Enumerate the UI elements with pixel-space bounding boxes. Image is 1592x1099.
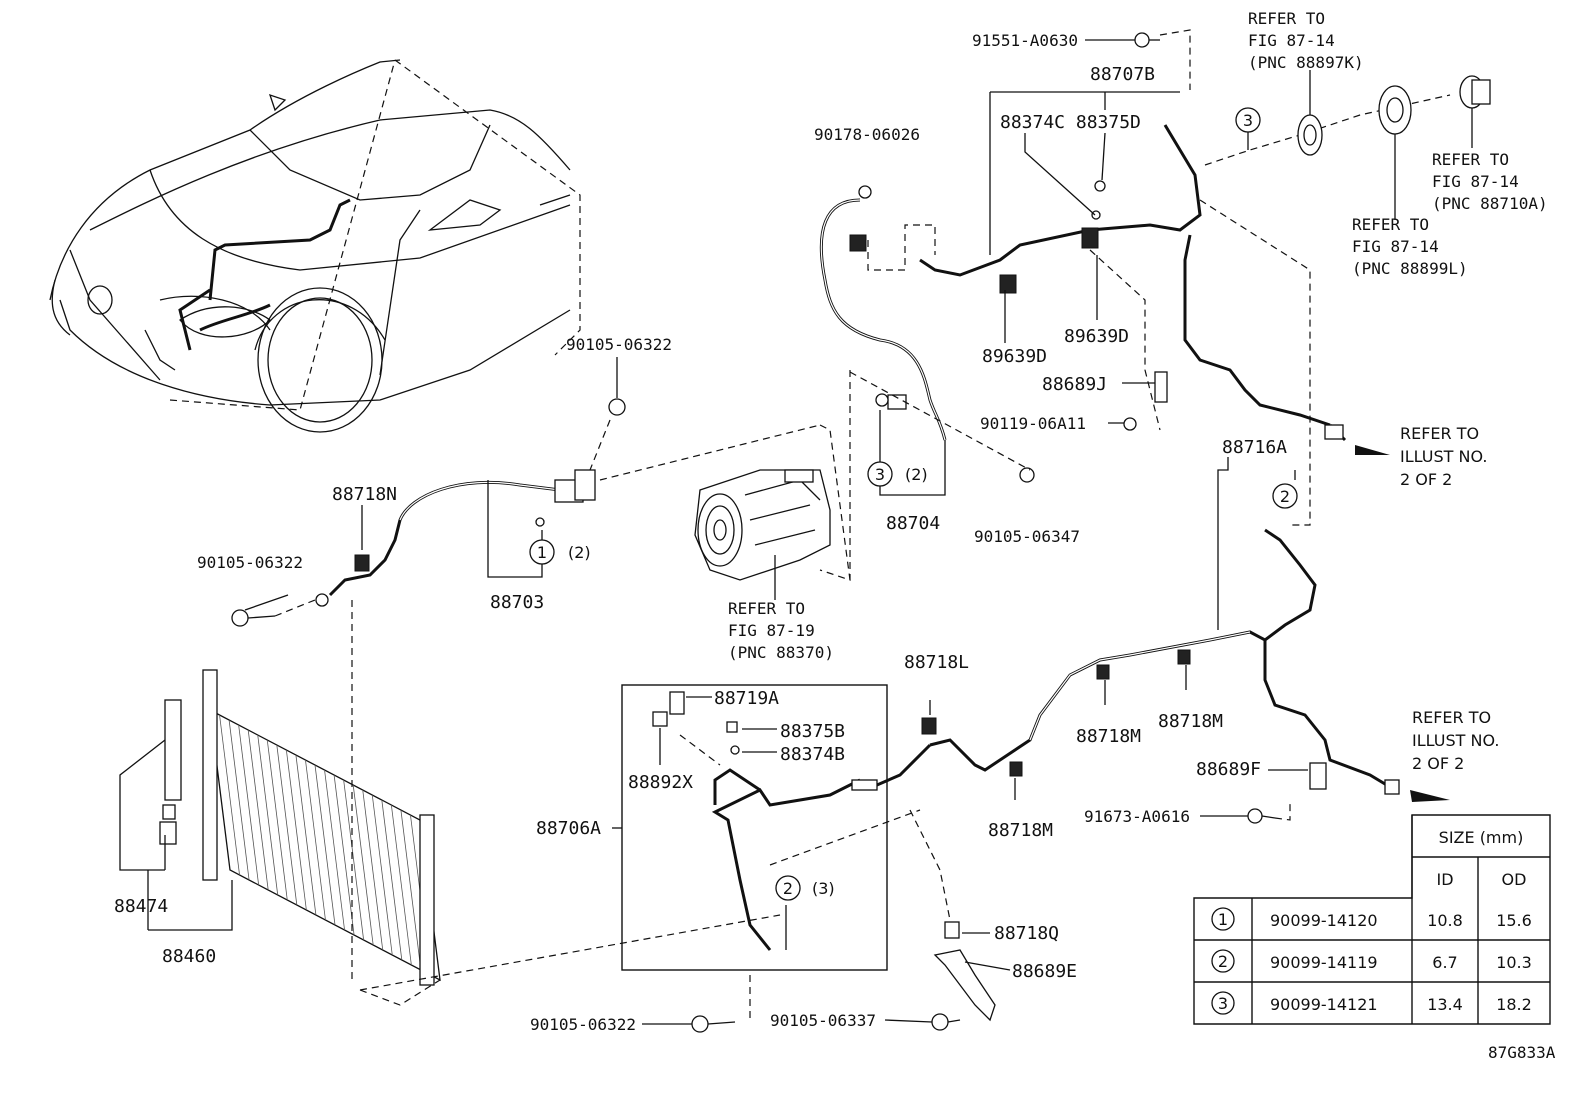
part-label-88718m-c: 88718M [988, 820, 1053, 841]
svg-text:REFER TO: REFER TO [1248, 9, 1325, 28]
svg-text:REFER TO: REFER TO [728, 599, 805, 618]
svg-text:2 OF 2: 2 OF 2 [1400, 470, 1452, 489]
part-label-90178-06026: 90178-06026 [814, 125, 920, 144]
part-label-91673-a0616: 91673-A0616 [1084, 807, 1190, 826]
svg-text:ILLUST NO.: ILLUST NO. [1412, 731, 1499, 750]
part-label-88689e: 88689E [1012, 961, 1077, 982]
size-table-col-od: OD [1502, 870, 1527, 889]
svg-text:REFER TO: REFER TO [1432, 150, 1509, 169]
svg-text:1: 1 [1218, 910, 1228, 929]
refer-note-88370: REFER TO FIG 87-19 (PNC 88370) [728, 599, 834, 662]
part-label-89639d-left: 89639D [982, 346, 1047, 367]
refer-note-88710a: REFER TO FIG 87-14 (PNC 88710A) [1432, 150, 1548, 213]
svg-text:3: 3 [1243, 111, 1253, 130]
svg-text:90099-14121: 90099-14121 [1270, 995, 1378, 1014]
refer-note-88899l: REFER TO FIG 87-14 (PNC 88899L) [1352, 215, 1468, 278]
svg-text:REFER TO: REFER TO [1352, 215, 1429, 234]
part-label-88460: 88460 [162, 946, 216, 967]
svg-text:(PNC 88370): (PNC 88370) [728, 643, 834, 662]
svg-text:13.4: 13.4 [1427, 995, 1463, 1014]
part-label-90105-06347: 90105-06347 [974, 527, 1080, 546]
svg-text:(PNC 88710A): (PNC 88710A) [1432, 194, 1548, 213]
refer-note-illust-bottom: REFER TO ILLUST NO. 2 OF 2 [1412, 708, 1499, 773]
vehicle-illustration [49, 59, 581, 433]
suction-hose-assembly-88707b [819, 29, 1491, 630]
svg-text:2 OF 2: 2 OF 2 [1412, 754, 1464, 773]
part-label-90105-06337: 90105-06337 [770, 1011, 876, 1030]
size-table-title: SIZE (mm) [1439, 828, 1524, 847]
part-label-88719a: 88719A [714, 688, 779, 709]
svg-text:18.2: 18.2 [1496, 995, 1532, 1014]
svg-text:FIG 87-14: FIG 87-14 [1248, 31, 1335, 50]
svg-text:10.8: 10.8 [1427, 911, 1463, 930]
svg-text:90099-14120: 90099-14120 [1270, 911, 1378, 930]
svg-text:3: 3 [1218, 994, 1228, 1013]
part-number-labels: 91551-A0630 88707B 88374C 88375D 90178-0… [114, 31, 1556, 1062]
svg-text:(PNC 88899L): (PNC 88899L) [1352, 259, 1468, 278]
part-label-88718m-b: 88718M [1158, 711, 1223, 732]
part-label-90105-06322-top: 90105-06322 [566, 335, 672, 354]
part-label-90105-06322-left: 90105-06322 [197, 553, 303, 572]
refer-note-illust-top: REFER TO ILLUST NO. 2 OF 2 [1400, 424, 1487, 489]
svg-text:REFER TO: REFER TO [1400, 424, 1479, 443]
callout-circle-2-right: 2 [1272, 483, 1298, 509]
size-table-row-3: 3 90099-14121 13.4 18.2 [1211, 991, 1532, 1015]
size-table-col-id: ID [1436, 870, 1453, 889]
callout-2-quantity: (3) [812, 879, 835, 898]
part-label-88474: 88474 [114, 896, 168, 917]
discharge-hose-88703 [231, 357, 626, 627]
part-label-88707b: 88707B [1090, 64, 1155, 85]
compressor-illustration [599, 370, 851, 600]
part-label-88718l: 88718L [904, 652, 969, 673]
part-label-88689f: 88689F [1196, 759, 1261, 780]
part-label-88374b: 88374B [780, 744, 845, 765]
svg-text:FIG 87-19: FIG 87-19 [728, 621, 815, 640]
part-label-88704: 88704 [886, 513, 940, 534]
part-label-88706a: 88706A [536, 818, 601, 839]
seal-size-table: SIZE (mm) ID OD 1 90099-14120 10.8 15.6 … [1193, 814, 1551, 1025]
part-label-88718n: 88718N [332, 484, 397, 505]
size-table-row-2: 2 90099-14119 6.7 10.3 [1211, 949, 1532, 973]
svg-text:2: 2 [1218, 952, 1228, 971]
svg-text:REFER TO: REFER TO [1412, 708, 1491, 727]
svg-text:10.3: 10.3 [1496, 953, 1532, 972]
part-label-90119-06a11: 90119-06A11 [980, 414, 1086, 433]
part-label-88689j: 88689J [1042, 374, 1107, 395]
svg-text:FIG 87-14: FIG 87-14 [1352, 237, 1439, 256]
callout-circle-2-box: 2 (3) [775, 875, 835, 901]
diagram-id: 87G833A [1488, 1043, 1556, 1062]
liquid-tube-box-88706a [612, 684, 932, 1033]
svg-text:15.6: 15.6 [1496, 911, 1532, 930]
callout-1-quantity: (2) [568, 543, 591, 562]
svg-text:6.7: 6.7 [1432, 953, 1457, 972]
refer-note-88897k: REFER TO FIG 87-14 (PNC 88897K) [1248, 9, 1364, 72]
callout-circle-1: 1 (2) [529, 539, 591, 565]
part-label-91551-a0630: 91551-A0630 [972, 31, 1078, 50]
size-table-row-1: 1 90099-14120 10.8 15.6 [1211, 907, 1532, 931]
callout-circle-3-left: 3 (2) [867, 410, 946, 496]
svg-text:2: 2 [783, 879, 793, 898]
svg-text:1: 1 [537, 543, 547, 562]
svg-text:FIG 87-14: FIG 87-14 [1432, 172, 1519, 191]
condenser-illustration [119, 600, 781, 1006]
svg-text:2: 2 [1280, 487, 1290, 506]
part-label-88374c-88375d: 88374C 88375D [1000, 112, 1141, 133]
svg-text:90099-14119: 90099-14119 [1270, 953, 1378, 972]
svg-text:ILLUST NO.: ILLUST NO. [1400, 447, 1487, 466]
part-label-88703: 88703 [490, 592, 544, 613]
callout-3-quantity: (2) [905, 465, 928, 484]
part-label-88718m-a: 88718M [1076, 726, 1141, 747]
part-label-88375b: 88375B [780, 721, 845, 742]
svg-text:(PNC 88897K): (PNC 88897K) [1248, 53, 1364, 72]
part-label-88718q: 88718Q [994, 923, 1059, 944]
part-label-88892x: 88892X [628, 772, 693, 793]
liquid-tube-88716a [884, 528, 1450, 1031]
part-label-89639d-right: 89639D [1064, 326, 1129, 347]
part-label-88716a: 88716A [1222, 437, 1287, 458]
part-label-90105-06322-bottom: 90105-06322 [530, 1015, 636, 1034]
callout-circle-3-right: 3 [1235, 107, 1261, 150]
svg-text:3: 3 [875, 465, 885, 484]
